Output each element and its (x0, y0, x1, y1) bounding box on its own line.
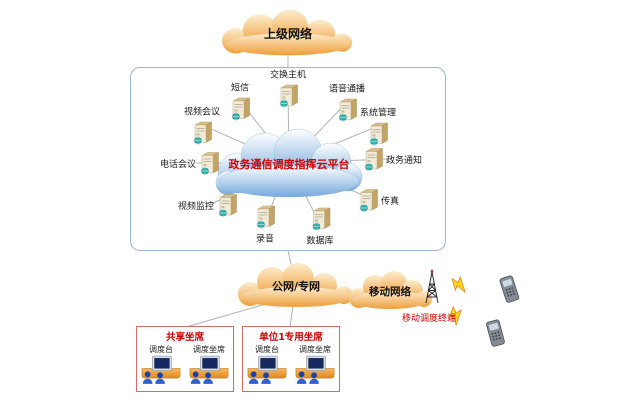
antenna-tower-icon (419, 269, 445, 309)
server-label: 电话会议 (159, 159, 197, 170)
server-icon (216, 192, 238, 218)
server-icon (362, 146, 384, 172)
dispatch-console-station: 调度台 (140, 344, 182, 384)
station-label: 调度台 (149, 345, 173, 354)
server-label: 交换主机 (269, 70, 307, 81)
platform-cloud-label: 政务通信调度指挥云平台 (228, 158, 350, 171)
server-label: 系统管理 (359, 108, 397, 119)
server-label: 语音通播 (328, 84, 366, 95)
server-icon (229, 96, 251, 122)
server-node-phone-conference: 电话会议 (160, 150, 220, 176)
mobile-terminal-label: 移动调度终端 (401, 314, 456, 324)
server-icon (191, 120, 213, 146)
station-label: 调度坐席 (193, 345, 225, 354)
server-icon (277, 83, 299, 109)
mobile-network-label: 移动网络 (369, 285, 411, 298)
server-node-sms: 短信 (229, 81, 251, 122)
dispatch-seat-station: 调度坐席 (188, 344, 230, 384)
server-node-gov-notice: 政务通知 (362, 146, 422, 172)
public-network-cloud: 公网/专网 (226, 262, 366, 310)
server-node-exchange-host: 交换主机 (270, 68, 306, 109)
server-label: 录音 (255, 234, 274, 245)
server-icon (336, 97, 358, 123)
server-label: 政务通知 (385, 155, 423, 166)
mobile-phone-icon (498, 274, 522, 307)
stations-row: 调度台 调度坐席 (140, 344, 230, 384)
server-node-video-conference: 视频会议 (184, 105, 220, 146)
upper-network-cloud: 上级网络 (208, 8, 368, 58)
dispatch-console-station: 调度台 (246, 344, 288, 384)
server-node-database: 数据库 (306, 206, 334, 247)
workstation-icon (188, 355, 230, 384)
shared-seats-box: 共享坐席 调度台 调度坐席 (136, 326, 234, 392)
unit1-seats-box: 单位1专用坐席 调度台 调度坐席 (242, 326, 340, 392)
server-icon (254, 204, 276, 230)
lightning-bolt-icon (447, 272, 475, 298)
workstation-icon (246, 355, 288, 384)
server-node-voice-broadcast: 语音通播 (329, 82, 365, 123)
mobile-phone-icon (484, 318, 507, 351)
server-node-system-management: 系统管理 (360, 106, 396, 147)
upper-network-label: 上级网络 (263, 26, 312, 41)
server-icon (357, 187, 379, 213)
station-label: 调度台 (255, 345, 279, 354)
workstation-icon (140, 355, 182, 384)
seat-box-title: 单位1专用坐席 (259, 332, 323, 343)
platform-cloud: 政务通信调度指挥云平台 (203, 125, 375, 203)
server-icon (367, 121, 389, 147)
server-label: 短信 (230, 83, 249, 94)
public-network-label: 公网/专网 (271, 280, 321, 293)
seat-box-title: 共享坐席 (165, 332, 204, 343)
workstation-icon (294, 355, 336, 384)
cloud-shape-icon (215, 128, 363, 198)
cloud-shape-icon (238, 263, 353, 307)
server-icon (198, 150, 220, 176)
server-label: 数据库 (306, 236, 334, 247)
dispatch-seat-station: 调度坐席 (294, 344, 336, 384)
server-icon (309, 206, 331, 232)
server-label: 传真 (380, 196, 400, 207)
server-node-recording: 录音 (254, 204, 276, 245)
server-label: 视频会议 (183, 107, 221, 118)
server-label: 视频监控 (177, 201, 215, 212)
cloud-shape-icon (222, 9, 352, 56)
stations-row: 调度台 调度坐席 (246, 344, 336, 384)
station-label: 调度坐席 (299, 345, 331, 354)
server-node-video-surveillance: 视频监控 (178, 192, 238, 218)
server-node-fax: 传真 (357, 187, 399, 213)
